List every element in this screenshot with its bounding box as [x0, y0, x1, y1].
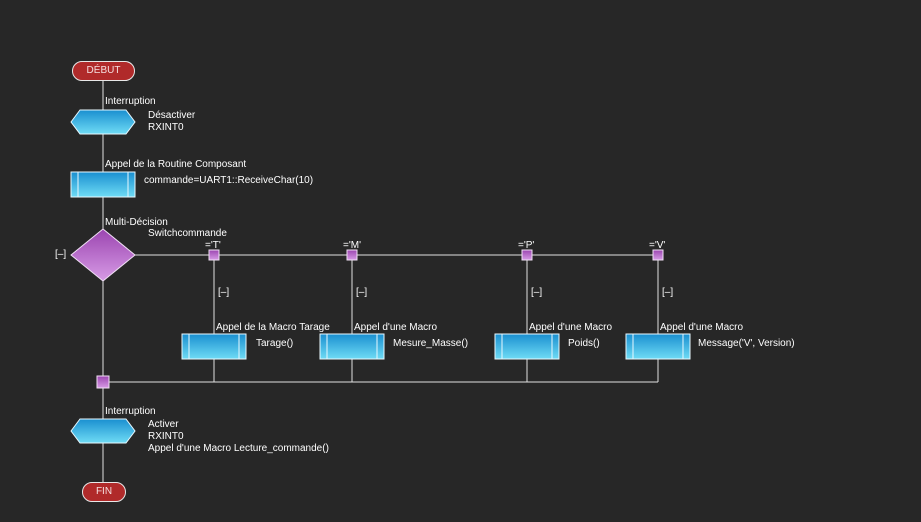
case-title: Appel de la Macro Tarage: [216, 322, 330, 333]
case-call: Tarage(): [256, 338, 294, 349]
case-connector[interactable]: [521, 249, 533, 261]
case-collapse-toggle[interactable]: [–]: [218, 287, 230, 298]
end-terminal[interactable]: FIN: [82, 482, 126, 502]
macro-block-poids[interactable]: [494, 333, 560, 360]
interrupt2-title: Interruption: [105, 406, 156, 417]
case-connector[interactable]: [346, 249, 358, 261]
start-terminal[interactable]: DÉBUT: [72, 61, 135, 81]
case-connector[interactable]: [652, 249, 664, 261]
component-call-title: Appel de la Routine Composant: [105, 159, 247, 170]
macro-block-mesure[interactable]: [319, 333, 385, 360]
case-value: ='P': [518, 240, 535, 251]
interrupt1-title: Interruption: [105, 96, 156, 107]
case-title: Appel d'une Macro: [660, 322, 744, 333]
case-value: ='T': [205, 240, 221, 251]
switch-variable: Switchcommande: [148, 228, 227, 239]
case-call: Message('V', Version): [698, 338, 795, 349]
interrupt1-line2: RXINT0: [148, 122, 184, 133]
interrupt-disable-icon[interactable]: [70, 109, 136, 135]
start-label: DÉBUT: [86, 65, 121, 76]
case-title: Appel d'une Macro: [354, 322, 438, 333]
switch-collapse-toggle[interactable]: [–]: [55, 249, 67, 260]
interrupt1-line1: Désactiver: [148, 110, 196, 121]
case-call: Poids(): [568, 338, 600, 349]
component-call-block[interactable]: [70, 171, 136, 198]
case-value: ='V': [649, 240, 666, 251]
multi-decision-diamond[interactable]: [70, 228, 136, 282]
case-call: Mesure_Masse(): [393, 338, 469, 349]
case-value: ='M': [343, 240, 361, 251]
interrupt-enable-icon[interactable]: [70, 418, 136, 444]
case-collapse-toggle[interactable]: [–]: [662, 287, 674, 298]
end-label: FIN: [95, 486, 113, 497]
interrupt2-line1: Activer: [148, 419, 179, 430]
case-collapse-toggle[interactable]: [–]: [356, 287, 368, 298]
macro-block-message[interactable]: [625, 333, 691, 360]
case-title: Appel d'une Macro: [529, 322, 613, 333]
component-call-text: commande=UART1::ReceiveChar(10): [144, 175, 314, 186]
macro-block-tarage[interactable]: [181, 333, 247, 360]
interrupt2-line2: RXINT0: [148, 431, 184, 442]
interrupt2-line3: Appel d'une Macro Lecture_commande(): [148, 443, 329, 454]
join-connector[interactable]: [96, 375, 110, 389]
switch-title: Multi-Décision: [105, 217, 168, 228]
case-collapse-toggle[interactable]: [–]: [531, 287, 543, 298]
case-connector[interactable]: [208, 249, 220, 261]
